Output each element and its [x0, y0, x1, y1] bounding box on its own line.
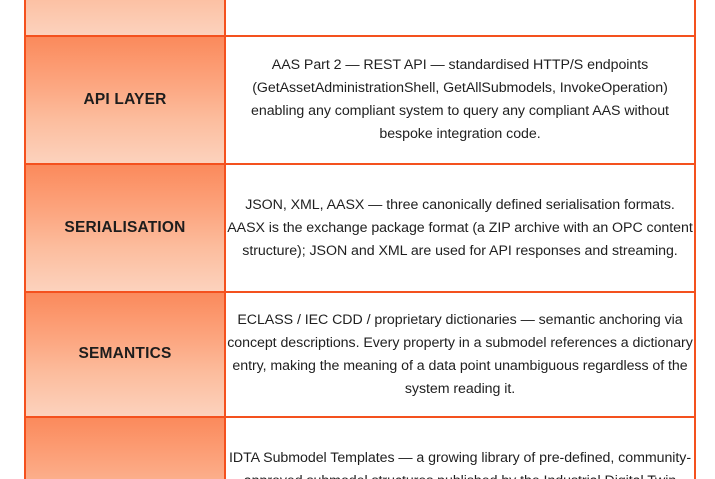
- table-row: API LAYER AAS Part 2 — REST API — standa…: [24, 35, 696, 165]
- table-scroll-region[interactable]: their lifecycle). Approved 2023. API LAY…: [24, 0, 696, 479]
- table-row: their lifecycle). Approved 2023.: [24, 0, 696, 37]
- row-description-cell-serialisation: JSON, XML, AASX — three canonically defi…: [224, 163, 696, 293]
- row-label-cell: [24, 416, 226, 479]
- row-label-cell-serialisation: SERIALISATION: [24, 163, 226, 293]
- table-row: SEMANTICS ECLASS / IEC CDD / proprietary…: [24, 291, 696, 418]
- row-label: SERIALISATION: [64, 218, 186, 236]
- row-description-cell-api-layer: AAS Part 2 — REST API — standardised HTT…: [224, 35, 696, 165]
- row-description: AAS Part 2 — REST API — standardised HTT…: [251, 57, 669, 142]
- row-description: ECLASS / IEC CDD / proprietary dictionar…: [227, 311, 693, 397]
- row-description-cell: their lifecycle). Approved 2023.: [224, 0, 696, 37]
- row-description: JSON, XML, AASX — three canonically defi…: [227, 196, 693, 259]
- row-label-cell: [24, 0, 226, 37]
- row-description-cell: IDTA Submodel Templates — a growing libr…: [224, 416, 696, 479]
- row-label-cell-api-layer: API LAYER: [24, 35, 226, 165]
- row-label: API LAYER: [83, 90, 167, 108]
- row-description: IDTA Submodel Templates — a growing libr…: [229, 449, 691, 479]
- row-description-cell-semantics: ECLASS / IEC CDD / proprietary dictionar…: [224, 291, 696, 418]
- table-body: their lifecycle). Approved 2023. API LAY…: [24, 0, 696, 479]
- table-row: IDTA Submodel Templates — a growing libr…: [24, 416, 696, 479]
- row-label: SEMANTICS: [78, 345, 172, 363]
- aas-spec-table: their lifecycle). Approved 2023. API LAY…: [24, 0, 696, 479]
- table-row: SERIALISATION JSON, XML, AASX — three ca…: [24, 163, 696, 293]
- row-label-cell-semantics: SEMANTICS: [24, 291, 226, 418]
